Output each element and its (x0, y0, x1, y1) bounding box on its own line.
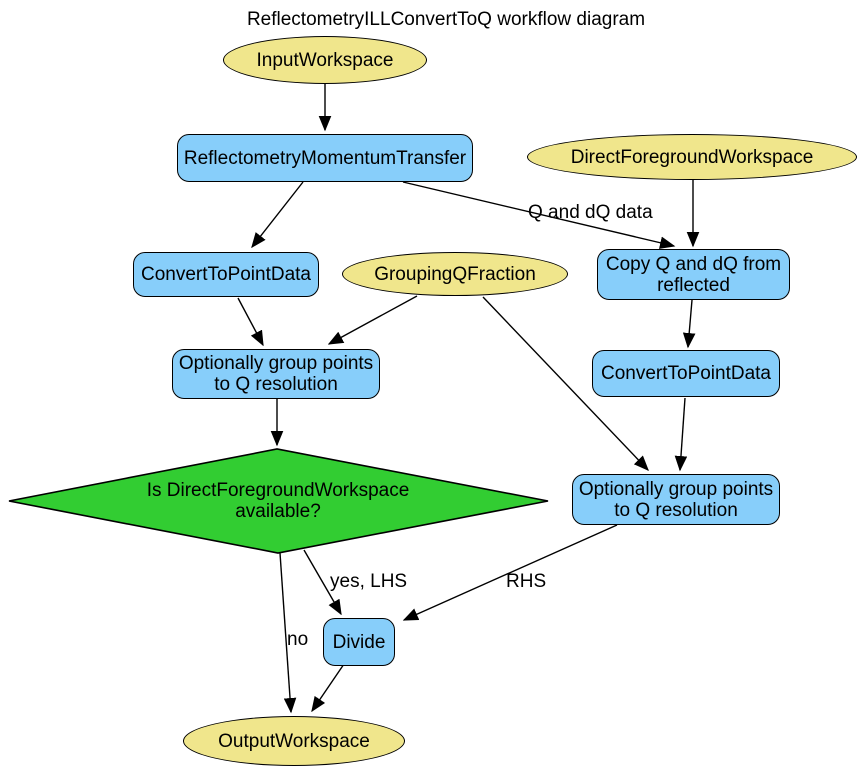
node-label: ConvertToPointData (140, 264, 312, 285)
node-convert-to-point-data-right: ConvertToPointData (592, 350, 780, 397)
edge-decision-no-to-output (279, 552, 297, 714)
node-label: ReflectometryMomentumTransfer (183, 147, 467, 169)
node-copy-q-and-dq: Copy Q and dQ from reflected (597, 249, 790, 300)
node-decision-label: Is DirectForegroundWorkspace available? (133, 479, 423, 523)
edge-group-right-to-divide (402, 524, 618, 621)
edge-copy-to-ctpd-right (682, 299, 696, 349)
edge-rmt-to-copy (402, 181, 676, 249)
edge-decision-yes-to-divide (303, 549, 342, 616)
node-group-points-right: Optionally group points to Q resolution (572, 474, 780, 525)
node-convert-to-point-data-left: ConvertToPointData (133, 252, 319, 297)
node-label: Copy Q and dQ from reflected (605, 253, 782, 296)
edge-groupfr-to-group-right (482, 296, 649, 472)
node-label: Optionally group points to Q resolution (578, 478, 774, 521)
node-divide: Divide (323, 618, 395, 666)
node-group-points-left: Optionally group points to Q resolution (172, 349, 380, 399)
node-label: ConvertToPointData (600, 363, 772, 384)
edge-groupfr-to-group-left (327, 295, 418, 345)
node-output-workspace: OutputWorkspace (183, 716, 405, 766)
edge-rmt-to-ctpd-left (251, 181, 304, 249)
edge-label-no: no (287, 629, 309, 650)
edge-ctpd-left-to-group-left (237, 297, 264, 347)
edge-label-rhs: RHS (506, 571, 547, 592)
node-label: Optionally group points to Q resolution (178, 353, 374, 395)
node-reflectometry-momentum-transfer: ReflectometryMomentumTransfer (177, 134, 473, 182)
node-label: Divide (332, 631, 386, 653)
node-label: DirectForegroundWorkspace (570, 146, 814, 168)
node-input-workspace: InputWorkspace (223, 36, 427, 84)
node-label: GroupingQFraction (374, 263, 536, 285)
edge-ctpd-right-to-group-right (674, 397, 688, 472)
node-label: Is DirectForegroundWorkspace available? (146, 480, 410, 522)
edge-divide-to-output (311, 663, 345, 713)
node-grouping-q-fraction: GroupingQFraction (342, 252, 568, 296)
edge-label-yes-lhs: yes, LHS (330, 571, 408, 592)
node-direct-foreground-workspace: DirectForegroundWorkspace (527, 134, 857, 180)
diagram-title: ReflectometryILLConvertToQ workflow diag… (246, 9, 646, 30)
decision-diamond-shape (8, 448, 549, 554)
node-label: OutputWorkspace (218, 730, 370, 752)
node-label: InputWorkspace (256, 49, 394, 71)
edge-label-q-and-dq-data: Q and dQ data (528, 202, 653, 223)
